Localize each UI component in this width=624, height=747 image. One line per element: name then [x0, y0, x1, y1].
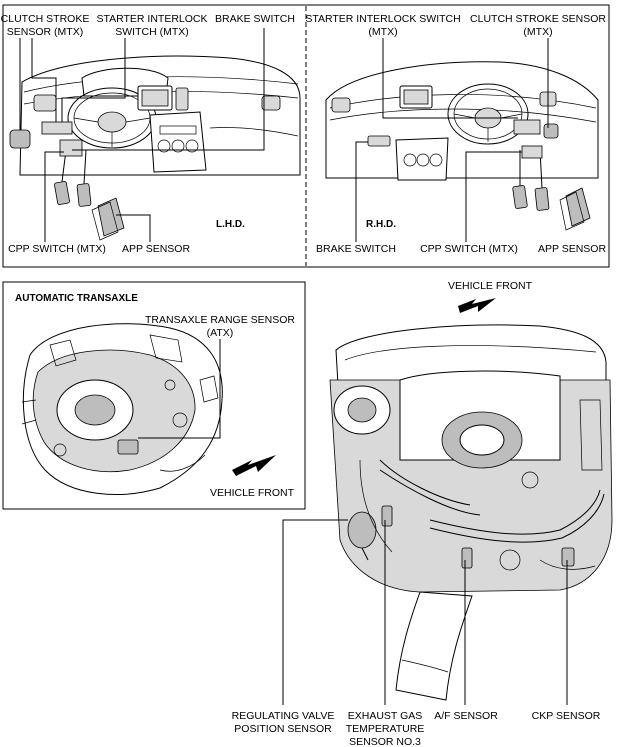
rhd-cpp-switch-label: CPP SWITCH (MTX)	[420, 243, 518, 255]
lhd-cpp-switch-label: CPP SWITCH (MTX)	[8, 243, 106, 255]
rhd-clutch-stroke-sensor-label-2: (MTX)	[523, 26, 552, 38]
regulating-valve-label-2: POSITION SENSOR	[234, 723, 332, 735]
rhd-starter-interlock-label-1: STARTER INTERLOCK SWITCH	[305, 13, 460, 25]
transaxle-panel-frame	[2, 281, 306, 510]
regulating-valve-label-1: REGULATING VALVE	[232, 710, 335, 722]
engine-vehicle-front-label: VEHICLE FRONT	[448, 280, 533, 292]
rhd-starter-interlock-label-2: (MTX)	[368, 26, 397, 38]
lhd-drive-side-label: L.H.D.	[216, 219, 245, 230]
rhd-clutch-stroke-sensor-label-1: CLUTCH STROKE SENSOR	[470, 13, 606, 25]
lhd-brake-switch-label: BRAKE SWITCH	[215, 13, 295, 25]
rhd-dashboard-illustration	[325, 61, 599, 231]
engine-illustration	[329, 324, 613, 701]
top-panel-frame	[2, 4, 610, 268]
exhaust-gas-temp-label-2: TEMPERATURE	[346, 723, 425, 735]
ckp-sensor-label: CKP SENSOR	[532, 710, 601, 722]
transaxle-illustration	[21, 323, 223, 495]
transaxle-title: AUTOMATIC TRANSAXLE	[15, 293, 138, 304]
range-sensor-label-1: TRANSAXLE RANGE SENSOR	[145, 314, 295, 326]
range-sensor-leader	[138, 339, 221, 439]
af-sensor-label: A/F SENSOR	[434, 710, 498, 722]
engine-vehicle-front-arrow	[458, 298, 496, 313]
rhd-app-sensor-label: APP SENSOR	[538, 243, 606, 255]
lhd-clutch-stroke-sensor-label-2: SENSOR (MTX)	[7, 26, 83, 38]
lhd-dashboard-illustration	[9, 55, 301, 241]
lhd-leader-lines	[19, 28, 265, 242]
exhaust-gas-temp-label-3: SENSOR NO.3	[349, 736, 421, 747]
lhd-clutch-stroke-sensor-label-1: CLUTCH STROKE	[1, 13, 90, 25]
engine-leader-lines	[282, 519, 568, 705]
transaxle-vehicle-front-arrow	[232, 455, 276, 476]
lhd-starter-interlock-label-1: STARTER INTERLOCK	[96, 13, 207, 25]
range-sensor-label-2: (ATX)	[207, 327, 234, 339]
rhd-brake-switch-label: BRAKE SWITCH	[316, 243, 396, 255]
rhd-leader-lines	[355, 38, 549, 242]
lhd-app-sensor-label: APP SENSOR	[122, 243, 190, 255]
exhaust-gas-temp-label-1: EXHAUST GAS	[348, 710, 423, 722]
lhd-starter-interlock-label-2: SWITCH (MTX)	[115, 26, 189, 38]
rhd-drive-side-label: R.H.D.	[366, 219, 396, 230]
transaxle-vehicle-front-label: VEHICLE FRONT	[210, 487, 295, 499]
